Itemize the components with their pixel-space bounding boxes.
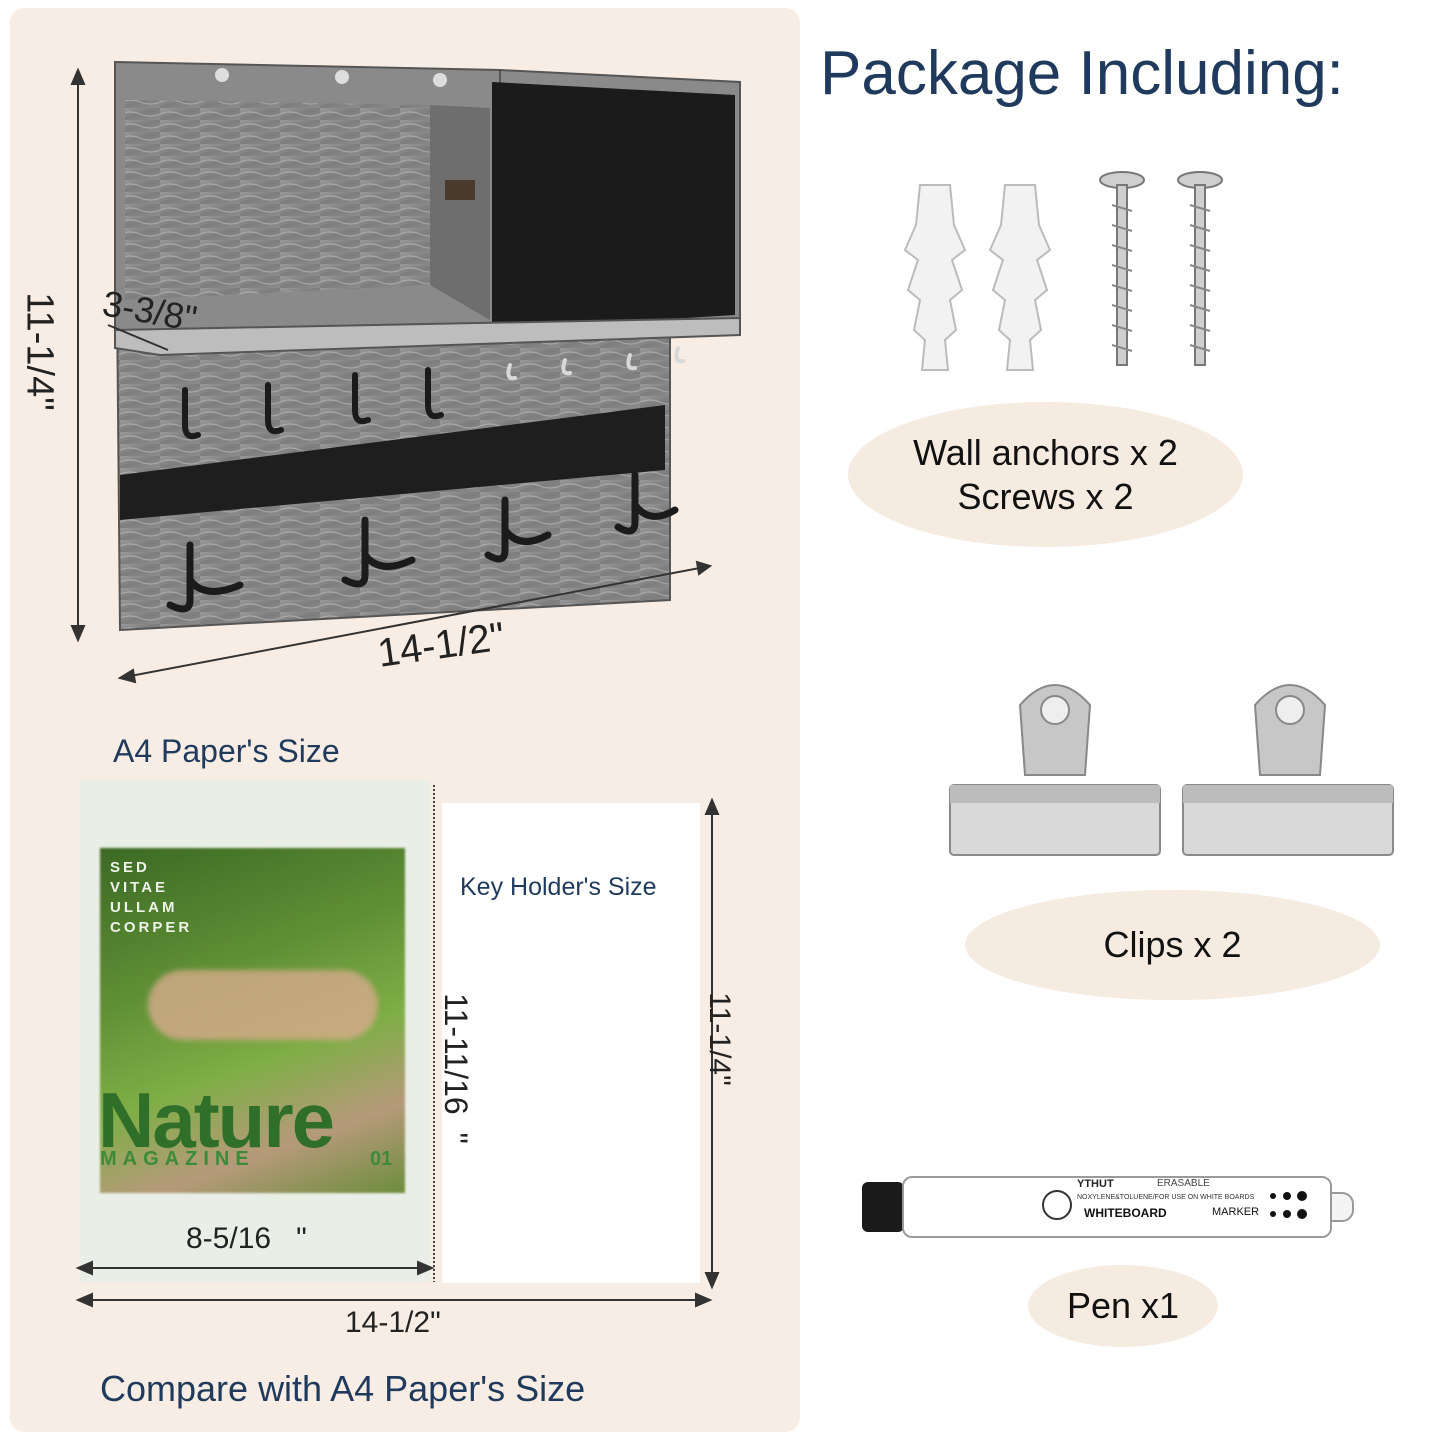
marker-brand: YTHUT: [1077, 1178, 1114, 1190]
a4-width-number: 8-5/16: [186, 1222, 272, 1255]
magazine-line: CORPER: [110, 919, 193, 936]
key-holder-illustration: [70, 60, 741, 684]
marker-tip: [1330, 1192, 1354, 1222]
dimension-lines: [70, 67, 713, 684]
clips-badge: Clips x 2: [965, 890, 1380, 1000]
key-holder-size-label: Key Holder's Size: [460, 873, 657, 901]
magazine-lines: SED VITAE ULLAM CORPER: [110, 858, 192, 938]
a4-height-unit: ": [437, 1132, 474, 1144]
marker-dots-icon: [1270, 1191, 1307, 1219]
marker-fine-print: NOXYLENE&TOLUENE/FOR USE ON WHITE BOARDS: [1077, 1194, 1255, 1201]
chalk-strip: [120, 405, 665, 520]
whiteboard-marker: YTHUT ERASABLE NOXYLENE&TOLUENE/FOR USE …: [862, 1176, 1357, 1238]
small-hooks: [506, 346, 685, 381]
screws-label: Screws x 2: [957, 475, 1134, 517]
marker-logo-icon: [1042, 1190, 1072, 1220]
screw: [1099, 171, 1223, 366]
binder-clip: [1182, 684, 1394, 856]
magazine-line: SED: [110, 859, 150, 876]
a4-height-number: 11-11/16: [437, 993, 474, 1115]
page-title: Package Including:: [820, 39, 1344, 108]
pen-badge: Pen x1: [1028, 1265, 1218, 1347]
hands-image: [148, 970, 378, 1040]
shelf: [114, 316, 741, 357]
wall-anchor: [903, 184, 1052, 371]
pen-label: Pen x1: [1066, 1285, 1180, 1327]
marker-label: WHITEBOARD: [1084, 1206, 1167, 1220]
marker-type: MARKER: [1212, 1206, 1260, 1218]
holder-height-value: 11-1/4": [702, 992, 736, 1086]
a4-height-value: 11-11/16 ": [437, 993, 474, 1144]
key-holder-size-box: [442, 803, 700, 1283]
a4-width-unit: ": [296, 1222, 307, 1255]
clips-illustration: [949, 684, 1394, 856]
holder-width-value: 14-1/2": [345, 1306, 441, 1339]
hooks-row-2: [166, 471, 679, 613]
magazine-line: ULLAM: [110, 899, 178, 916]
magazine-issue: 01: [370, 1148, 393, 1170]
mail-box: [114, 60, 501, 331]
anchors-label: Wall anchors x 2: [913, 432, 1178, 474]
clips-label: Clips x 2: [1103, 924, 1242, 966]
anchors-screws-badge: Wall anchors x 2 Screws x 2: [848, 402, 1243, 547]
compare-dimension-lines: [75, 785, 720, 1308]
compare-footer: Compare with A4 Paper's Size: [100, 1368, 586, 1409]
magazine-line: VITAE: [110, 879, 169, 896]
a4-size-label: A4 Paper's Size: [113, 733, 340, 769]
magazine-subtitle: MAGAZINE: [100, 1148, 255, 1170]
marker-body: [902, 1176, 1332, 1238]
binder-clip: [949, 684, 1161, 856]
hooks-row-1: [182, 367, 444, 440]
chalkboard-panel: [492, 68, 741, 331]
magazine-title: Nature: [98, 1076, 335, 1164]
a4-width-value: 8-5/16 ": [186, 1222, 307, 1256]
marker-eraser-cap: [862, 1182, 904, 1232]
magazine-cover: SED VITAE ULLAM CORPER Nature MAGAZINE 0…: [80, 780, 430, 1282]
anchors-screws-illustration: [903, 171, 1223, 371]
marker-erasable: ERASABLE: [1157, 1178, 1210, 1189]
